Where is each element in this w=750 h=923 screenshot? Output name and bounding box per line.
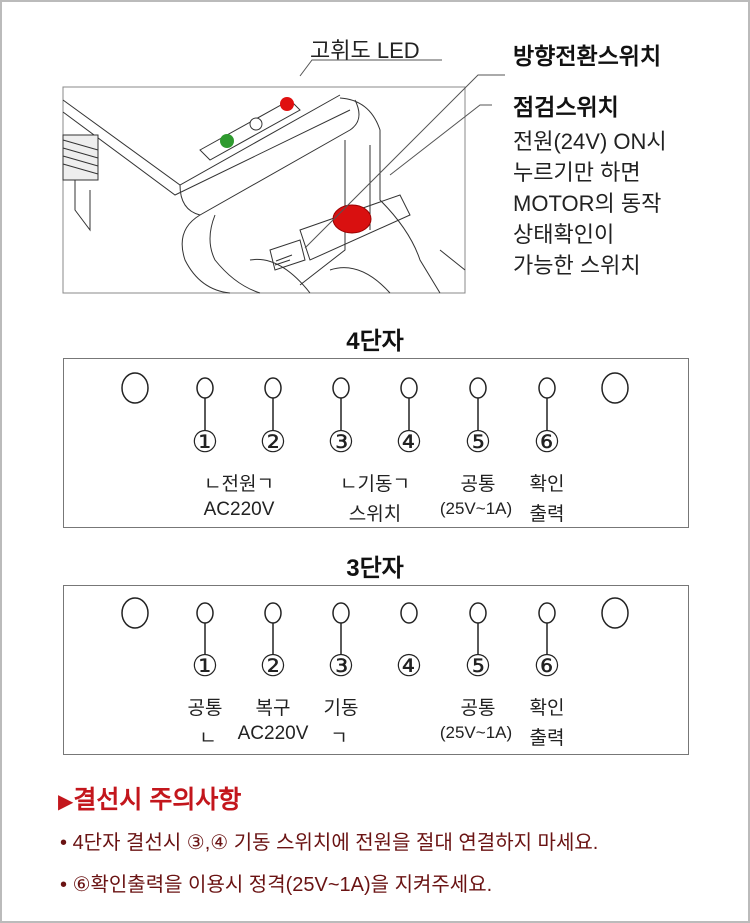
terminal-pin-icon — [196, 602, 214, 624]
red-led-icon — [280, 97, 294, 111]
terminal-pin-icon — [264, 602, 282, 624]
terminal-number: ⑥ — [533, 426, 561, 459]
terminal-pin-icon — [332, 377, 350, 399]
green-led-icon — [220, 134, 234, 148]
terminal-pin-icon — [332, 602, 350, 624]
terminal-number: ② — [259, 650, 287, 683]
confirm-label: 확인 — [529, 474, 565, 495]
common-rating-label: (25V~1A) — [439, 499, 513, 518]
triangle-right-icon: ▶ — [58, 791, 74, 813]
desc-line: 전원(24V) ON시 — [513, 129, 667, 154]
terminal-number: ⑤ — [464, 650, 492, 683]
terminal-pin-icon — [400, 377, 418, 399]
direction-switch-label: 방향전환스위치 — [513, 43, 662, 69]
mount-hole-icon — [601, 597, 629, 629]
three-terminal-diagram: ① ② ③ ④ ⑤ ⑥ 공통 복구 기동 ㄴ AC220V ㄱ 공통 (25V~… — [63, 585, 689, 755]
four-terminal-title: 4단자 — [346, 328, 404, 355]
terminal-pins — [121, 372, 629, 430]
mount-hole-icon — [121, 597, 149, 629]
terminal-pin-icon — [264, 377, 282, 399]
terminal-pin-icon — [469, 377, 487, 399]
desc-line: 누르기만 하면 — [513, 160, 641, 185]
terminal-pin-icon — [400, 602, 418, 624]
terminal-number: ③ — [327, 426, 355, 459]
common-label: 공통 — [187, 698, 223, 719]
check-switch-label: 점검스위치 — [513, 94, 619, 120]
power-label: ㄴ전원ㄱ — [204, 474, 274, 495]
led-label: 고휘도 LED — [310, 38, 420, 63]
common-label: 공통 — [460, 474, 496, 495]
mount-hole-icon — [121, 372, 149, 404]
terminal-number: ① — [191, 426, 219, 459]
warning-bullet: • ⑥확인출력을 이용시 정격(25V~1A)을 지켜주세요. — [60, 874, 493, 896]
terminal-number: ⑥ — [533, 650, 561, 683]
start-switch-label: 스위치 — [348, 504, 402, 525]
start-label: ㄴ기동ㄱ — [340, 474, 410, 495]
terminal-number: ⑤ — [464, 426, 492, 459]
output-label: 출력 — [529, 504, 565, 525]
terminal-pin-icon — [538, 602, 556, 624]
common-label-2: 공통 — [460, 698, 496, 719]
terminal-number: ② — [259, 426, 287, 459]
bullet-text: 4단자 결선시 ③,④ 기동 스위치에 전원을 절대 연결하지 마세요. — [72, 832, 599, 854]
warning-title: ▶결선시 주의사항 — [58, 780, 241, 816]
mount-hole-icon — [601, 372, 629, 404]
product-illustration — [62, 59, 505, 294]
warning-title-text: 결선시 주의사항 — [73, 786, 242, 814]
bracket-right: ㄱ — [330, 728, 348, 749]
bullet-text: ⑥확인출력을 이용시 정격(25V~1A)을 지켜주세요. — [72, 874, 493, 896]
common-rating-label: (25V~1A) — [439, 723, 513, 742]
check-switch-description: 전원(24V) ON시 누르기만 하면 MOTOR의 동작 상태확인이 가능한 … — [513, 126, 667, 281]
warning-bullet: • 4단자 결선시 ③,④ 기동 스위치에 전원을 절대 연결하지 마세요. — [60, 832, 599, 854]
confirm-label: 확인 — [529, 698, 565, 719]
power-voltage-label: AC220V — [203, 499, 275, 520]
reset-label: 복구 — [255, 698, 291, 719]
start-label: 기동 — [323, 698, 359, 719]
terminal-number: ④ — [395, 426, 423, 459]
terminal-pin-icon — [469, 602, 487, 624]
desc-line: MOTOR의 동작 — [513, 191, 662, 216]
check-button-icon — [332, 204, 372, 234]
terminal-pin-icon — [196, 377, 214, 399]
terminal-number: ① — [191, 650, 219, 683]
terminal-pins — [121, 597, 629, 655]
three-terminal-title: 3단자 — [346, 555, 404, 582]
bracket-left: ㄴ — [199, 728, 217, 749]
four-terminal-diagram: ① ② ③ ④ ⑤ ⑥ ㄴ전원ㄱ AC220V ㄴ기동ㄱ 스위치 공통 (25V… — [63, 358, 689, 528]
desc-line: 상태확인이 — [513, 222, 615, 247]
terminal-number: ③ — [327, 650, 355, 683]
output-label: 출력 — [529, 728, 565, 749]
terminal-number: ④ — [395, 650, 423, 683]
desc-line: 가능한 스위치 — [513, 253, 641, 278]
ac-voltage-label: AC220V — [237, 723, 309, 744]
terminal-pin-icon — [538, 377, 556, 399]
